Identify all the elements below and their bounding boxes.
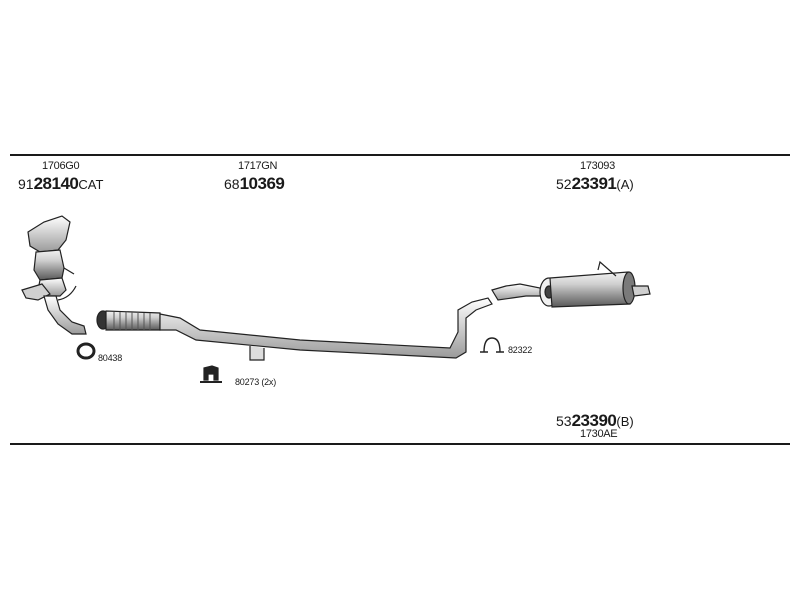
catalytic-part-number: 9128140CAT	[18, 175, 103, 192]
rear-b-suffix: (B)	[616, 414, 634, 429]
clamp	[480, 337, 504, 353]
bottom-divider	[10, 443, 790, 445]
front-pipe-ref: 1717GN	[238, 160, 278, 172]
rear-a-ref: 173093	[580, 160, 615, 172]
top-divider	[10, 154, 790, 156]
rear-b-part-number: 5323390(B)	[556, 412, 634, 429]
rear-muffler	[491, 260, 651, 308]
catalytic-prefix: 91	[18, 176, 34, 192]
rear-a-prefix: 52	[556, 176, 572, 192]
rubber-hanger	[200, 365, 222, 383]
front-pipe-part-number: 6810369	[224, 174, 285, 193]
gasket-ring	[76, 342, 96, 360]
front-pipe	[96, 297, 493, 361]
rear-a-number: 23391	[571, 174, 617, 193]
rear-a-suffix: (A)	[616, 177, 634, 192]
catalytic-ref: 1706G0	[42, 160, 80, 172]
front-pipe-prefix: 68	[224, 176, 240, 192]
clamp-label: 82322	[508, 345, 533, 355]
rear-b-ref: 1730AE	[580, 428, 618, 440]
rear-a-part-number: 5223391(A)	[556, 175, 634, 192]
rear-b-number: 23390	[571, 411, 617, 430]
catalytic-converter	[21, 215, 87, 335]
catalytic-suffix: CAT	[78, 177, 104, 192]
rear-b-prefix: 53	[556, 413, 572, 429]
front-pipe-number: 10369	[239, 174, 285, 193]
gasket-label: 80438	[98, 353, 123, 363]
hanger-label: 80273 (2x)	[235, 377, 277, 387]
catalytic-number: 28140	[33, 174, 79, 193]
